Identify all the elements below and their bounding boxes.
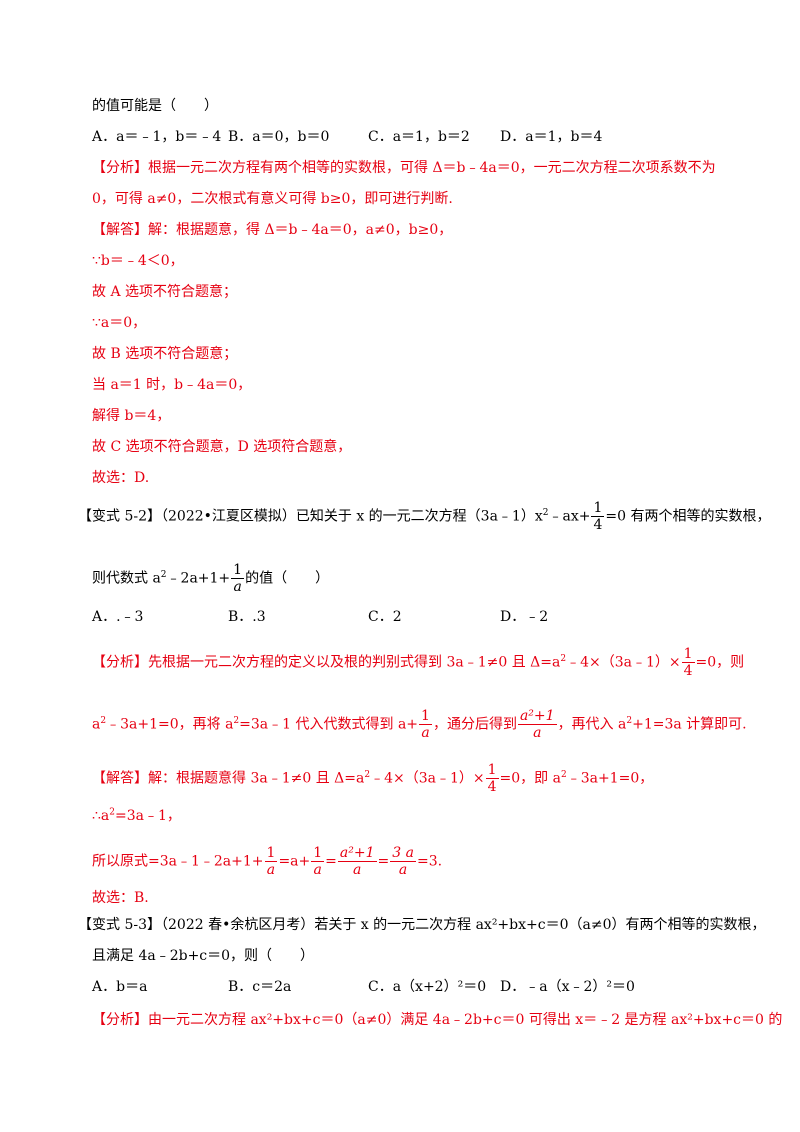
- q52-option-b: B．.3: [228, 609, 266, 625]
- q53-option-a: A．b＝a: [92, 979, 148, 995]
- q51-solution-line4: ∵a＝0，: [92, 315, 147, 331]
- q51-solution-line6: 当 a＝1 时，b﹣4a＝0，: [92, 377, 252, 393]
- q51-option-c: C．a＝1，b＝2: [368, 129, 470, 145]
- q53-stem-line2: 且满足 4a﹣2b+c＝0，则（ ）: [92, 948, 315, 964]
- q52-tag: 【变式 5-2】: [78, 508, 161, 525]
- q52-option-d: D．﹣2: [500, 609, 549, 625]
- q51-solution-line1: 【解答】解：根据题意，得 Δ＝b﹣4a＝0，a≠0，b≥0，: [92, 222, 453, 238]
- q51-solution-line2: ∵b＝﹣4＜0，: [92, 253, 184, 269]
- q53-option-b: B．c＝2a: [228, 979, 292, 995]
- q52-option-a: A．.﹣3: [92, 609, 144, 625]
- q51-option-d: D．a＝1，b＝4: [500, 129, 603, 145]
- q51-option-b: B．a＝0，b＝0: [228, 129, 330, 145]
- q52-solution-line2: ∴a2=3a﹣1，: [92, 807, 181, 824]
- q51-analysis-line1: 【分析】根据一元二次方程有两个相等的实数根，可得 Δ＝b﹣4a＝0，一元二次方程…: [92, 160, 716, 176]
- q51-option-a: A．a＝﹣1，b＝﹣4: [92, 129, 222, 145]
- q52-stem-line1: 【变式 5-2】（2022•江夏区模拟）已知关于 x 的一元二次方程（3a﹣1）…: [78, 500, 771, 533]
- q52-option-c: C．2: [368, 609, 402, 625]
- q51-stem-tail: 的值可能是（ ）: [92, 98, 218, 114]
- q51-solution-line8: 故 C 选项不符合题意，D 选项符合题意，: [92, 439, 352, 455]
- q53-stem-line1: 【变式 5-3】（2022 春•余杭区月考）若关于 x 的一元二次方程 ax²+…: [78, 917, 766, 933]
- q53-tag: 【变式 5-3】: [78, 917, 161, 933]
- q51-solution-line7: 解得 b＝4，: [92, 408, 171, 424]
- q53-option-c: C．a（x+2）²＝0: [368, 979, 487, 995]
- q51-analysis-line2: 0，可得 a≠0，二次根式有意义可得 b≥0，即可进行判断.: [92, 191, 453, 207]
- q53-option-d: D．﹣a（x﹣2）²＝0: [500, 979, 635, 995]
- q52-analysis-line1: 【分析】先根据一元二次方程的定义以及根的判别式得到 3a﹣1≠0 且 Δ=a2﹣…: [92, 646, 745, 679]
- q51-solution-line5: 故 B 选项不符合题意；: [92, 346, 238, 362]
- q53-analysis-line1: 【分析】由一元二次方程 ax²+bx+c＝0（a≠0）满足 4a﹣2b+c＝0 …: [92, 1012, 783, 1028]
- q52-solution-line4: 故选：B.: [92, 890, 149, 906]
- q51-solution-line3: 故 A 选项不符合题意；: [92, 284, 238, 300]
- q51-solution-line9: 故选：D.: [92, 470, 150, 486]
